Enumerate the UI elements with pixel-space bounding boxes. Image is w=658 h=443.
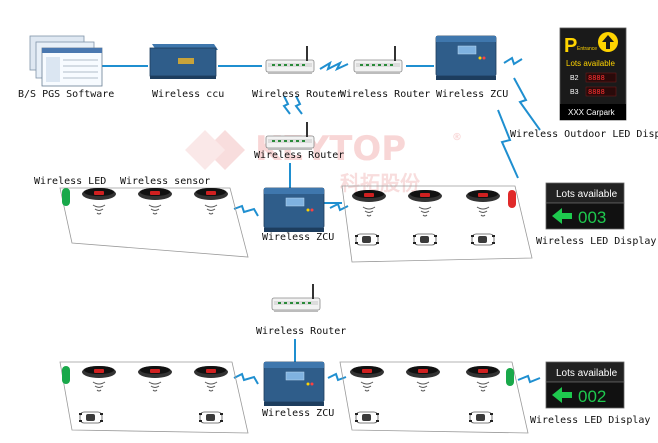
led-indicator-green [62, 188, 70, 206]
sensor-icon [350, 366, 384, 378]
display-bottom-count: 002 [578, 387, 606, 406]
zcu-top-icon [435, 35, 497, 81]
led-display-bottom: Lots available 002 [545, 361, 625, 409]
parking-bay-left-mid [59, 187, 249, 258]
wave-icon [148, 204, 162, 215]
sign-row-level-2: B3 [570, 89, 579, 96]
car-icon [354, 411, 380, 424]
zcu-mid-label: Wireless ZCU [262, 232, 334, 243]
ccu-label: Wireless ccu [152, 89, 224, 100]
left-arrow-icon [552, 387, 572, 403]
sensor-icon [194, 366, 228, 378]
sign-row-level-1: B2 [570, 75, 579, 82]
wave-icon [92, 381, 106, 392]
sign-carpark-name: XXX Carpark [568, 108, 616, 117]
sensor-icon [352, 190, 386, 202]
router-top-a-label: Wireless Router [252, 89, 342, 100]
zcu-mid-icon [263, 187, 325, 233]
connections [100, 65, 434, 362]
left-arrow-icon [552, 208, 572, 224]
sensor-icon [408, 190, 442, 202]
led-display-mid: Lots available 003 [545, 182, 625, 230]
zcu-top-label: Wireless ZCU [436, 89, 508, 100]
parking-bay-left-bottom [59, 361, 249, 434]
parking-bay-right-mid [341, 185, 533, 263]
wireless-zcu-sensor-bottom [327, 372, 347, 382]
sensor-icon [466, 366, 500, 378]
router-mid-label: Wireless Router [254, 150, 344, 161]
sensor-icon [406, 366, 440, 378]
wave-icon [360, 381, 374, 392]
led-indicator-green [506, 368, 514, 386]
parking-bay-right-bottom [339, 361, 529, 434]
wireless-zcu-outdoor-b [513, 77, 541, 131]
router-mid-icon [265, 121, 315, 151]
wave-icon [362, 206, 376, 217]
sensor-label: Wireless sensor [120, 176, 210, 187]
wireless-sensor-zcu-bottom [233, 372, 259, 385]
wireless-zcu-sensor-mid [329, 202, 349, 212]
router-bottom-label: Wireless Router [256, 326, 346, 337]
ccu-device-icon [149, 44, 218, 79]
sensor-icon [466, 190, 500, 202]
sensor-icon [194, 188, 228, 200]
display-mid-count: 003 [578, 208, 606, 227]
sign-parking-letter: P [564, 35, 577, 57]
car-icon [468, 411, 494, 424]
router-top-a-icon [265, 45, 315, 75]
wave-icon [418, 206, 432, 217]
watermark-registered: ® [452, 132, 462, 143]
wave-icon [476, 381, 490, 392]
sensor-icon [82, 366, 116, 378]
sensor-icon [138, 188, 172, 200]
led-indicator-green [62, 366, 70, 384]
wave-icon [92, 204, 106, 215]
wireless-router-router [319, 60, 349, 72]
wireless-zcu-outdoor [503, 56, 523, 66]
pgs-software-icon [29, 35, 103, 87]
wireless-zcu-display-mid [497, 109, 519, 179]
car-icon [198, 411, 224, 424]
outdoor-display-label: Wireless Outdoor LED Display [510, 129, 658, 140]
led-display-mid-label: Wireless LED Display [536, 236, 656, 247]
zcu-bottom-icon [263, 361, 325, 407]
router-top-b-icon [353, 45, 403, 75]
car-icon [470, 233, 496, 246]
sign-headline: Lots available [566, 59, 615, 68]
wireless-led-display-bottom [517, 374, 541, 384]
car-icon [78, 411, 104, 424]
wave-icon [476, 206, 490, 217]
wireless-sensor-zcu-mid [233, 204, 259, 217]
outdoor-led-sign: P Entrance Lots available B2 8888 B3 888… [559, 27, 627, 121]
display-bottom-title: Lots available [556, 368, 618, 379]
car-icon [412, 233, 438, 246]
router-top-b-label: Wireless Router [340, 89, 430, 100]
wireless-links [233, 56, 541, 385]
led-indicator-red [508, 190, 516, 208]
led-label: Wireless LED [34, 176, 106, 187]
wave-icon [148, 381, 162, 392]
display-mid-title: Lots available [556, 189, 618, 200]
wave-icon [204, 204, 218, 215]
led-display-bottom-label: Wireless LED Display [530, 415, 650, 426]
sensor-icon [138, 366, 172, 378]
wave-icon [416, 381, 430, 392]
sensor-icon [82, 188, 116, 200]
watermark: KEYTOP ® 科拓股份 [185, 129, 462, 195]
router-bottom-icon [271, 283, 321, 313]
sign-row-count-1: 8888 [588, 74, 605, 82]
watermark-chinese: 科拓股份 [340, 171, 421, 195]
wireless-router-down-a [282, 95, 291, 115]
sign-row-count-2: 8888 [588, 88, 605, 96]
wave-icon [204, 381, 218, 392]
car-icon [354, 233, 380, 246]
sign-entrance-text: Entrance [577, 46, 597, 52]
software-label: B/S PGS Software [18, 89, 114, 100]
wireless-router-down-b [294, 95, 303, 115]
zcu-bottom-label: Wireless ZCU [262, 408, 334, 419]
